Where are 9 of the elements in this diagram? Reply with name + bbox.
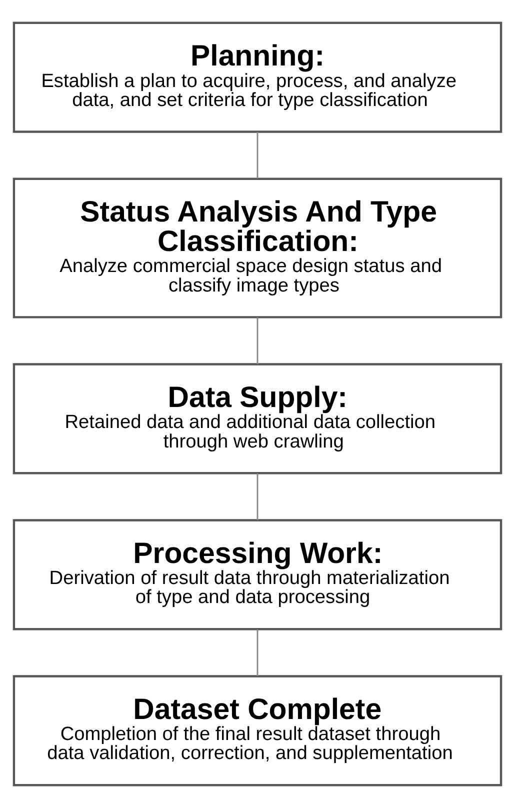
connector [256, 629, 258, 676]
node-box: Planning: Establish a plan to acquire, process, and analyze data, and set criteria for type classification [12, 22, 502, 133]
connector [256, 317, 258, 364]
node-box: Dataset Complete Completion of the final result dataset through data validation, correction, and supplementation [12, 675, 502, 786]
connector [256, 132, 258, 178]
node-box: Data Supply: Retained data and additional data collection through web crawling [12, 363, 502, 474]
node-box: Status Analysis And Type Classification: Analyze commercial space design status and classify image types [12, 178, 502, 318]
node-box: Processing Work: Derivation of result data through materialization of type and data processing [12, 519, 502, 630]
connector [256, 473, 258, 520]
